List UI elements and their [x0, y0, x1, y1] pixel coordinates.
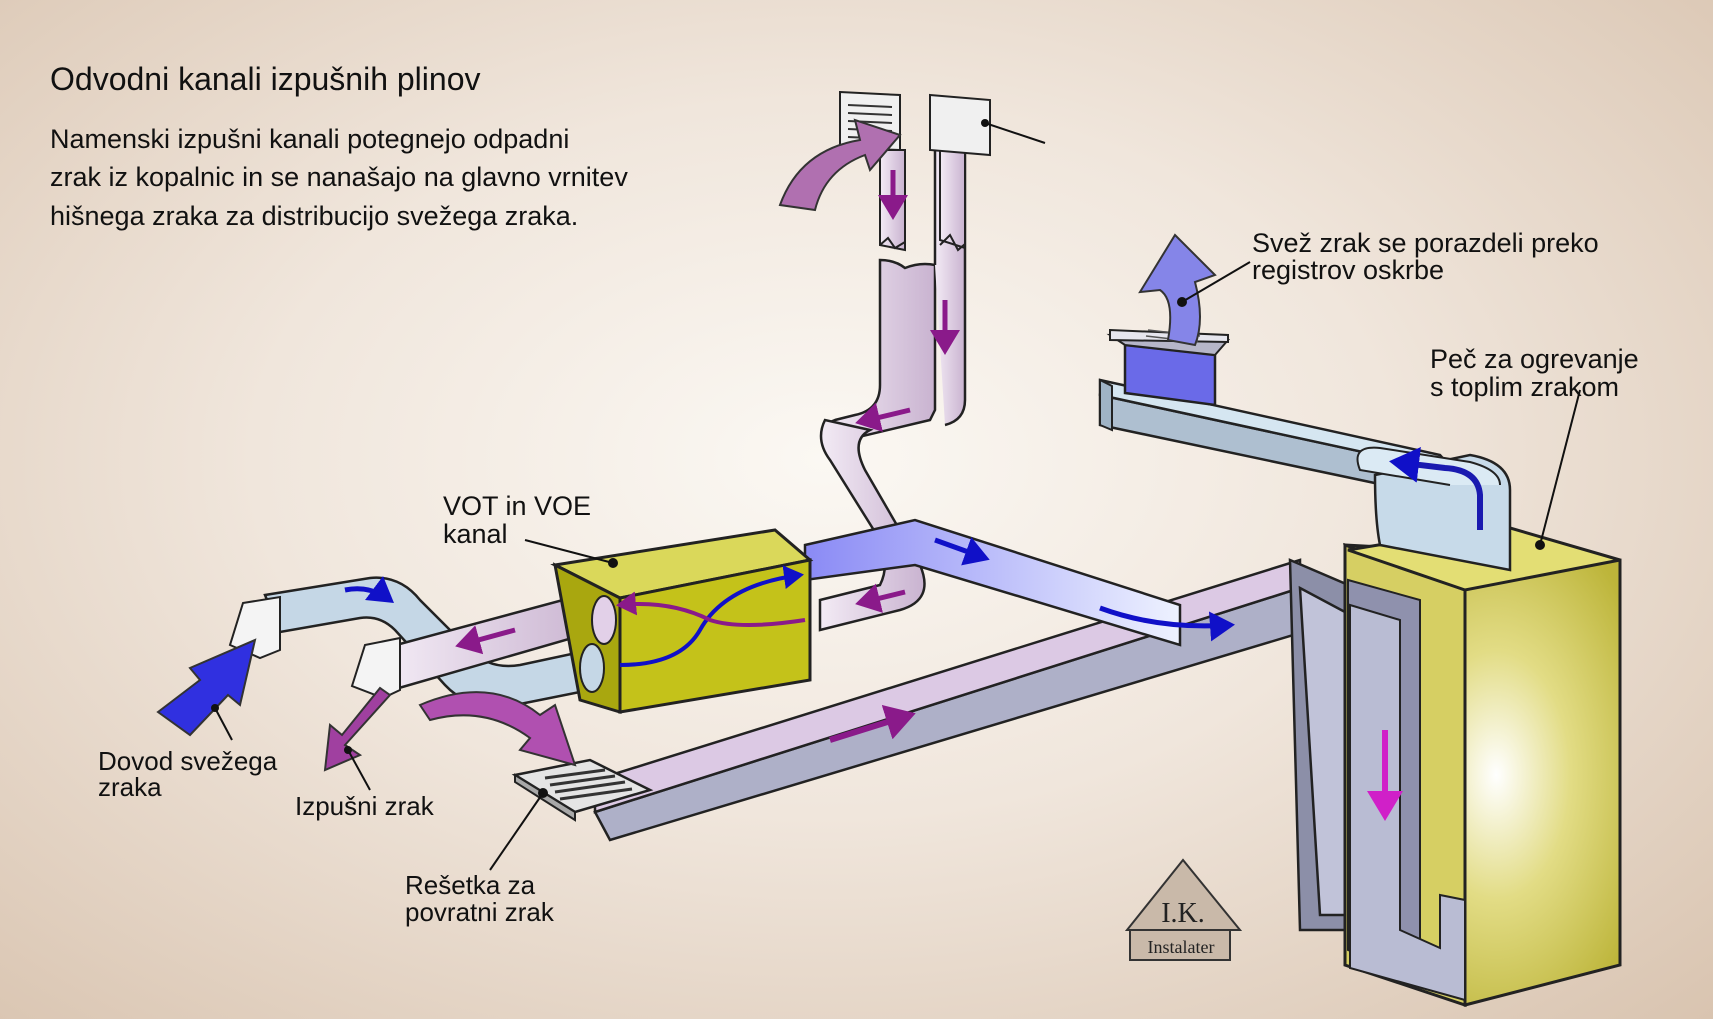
return-grille: [418, 691, 654, 871]
fresh-air-hood: [228, 595, 281, 660]
label-return-grille: Rešetka za povratni zrak: [405, 870, 554, 928]
label-fresh-air-intake: Dovod svežega zraka: [98, 746, 278, 802]
logo-initials: I.K.: [1161, 898, 1205, 929]
return-air-arrow: [418, 691, 577, 767]
exhaust-hood: [350, 636, 401, 700]
bathroom-vent-cap: [929, 93, 991, 157]
supply-register: [1106, 233, 1251, 407]
supply-up-arrow: [1138, 233, 1217, 347]
page-title: Odvodni kanali izpušnih plinov: [50, 61, 481, 97]
label-exhaust-air: Izpušni zrak: [295, 791, 434, 821]
erv-unit: [524, 528, 814, 715]
return-flow-arrow: [829, 704, 916, 743]
label-supply-register: Svež zrak se porazdeli preko registrov o…: [1252, 228, 1599, 285]
supply-duct: [1098, 378, 1512, 572]
fresh-intake-arrow: [156, 638, 257, 737]
ik-instalater-logo: I.K. Instalater: [1124, 858, 1243, 961]
logo-name: Instalater: [1148, 937, 1215, 957]
label-erv: VOT in VOE kanal: [443, 491, 592, 550]
outdoor-ducts: [228, 576, 602, 708]
bathroom-exhaust-ducts: [778, 90, 1046, 632]
description: Namenski izpušni kanali potegnejo odpadn…: [50, 124, 628, 231]
exhaust-out-arrow: [323, 686, 392, 772]
label-furnace: Peč za ogrevanje s toplim zrakom: [1430, 344, 1639, 403]
fresh-air-to-return-duct: [803, 518, 1235, 647]
bathroom-air-arrow: [778, 118, 902, 212]
